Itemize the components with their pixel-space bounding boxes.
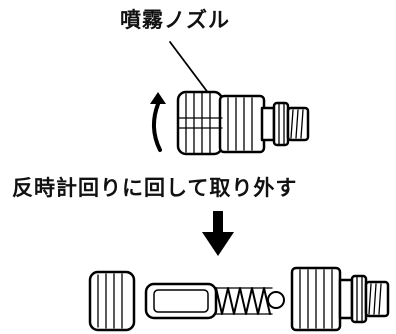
nozzle-body-part [290,266,390,332]
instruction-text: 反時計回りに回して取り外す [12,176,298,200]
nozzle-core-spring-part [144,282,285,320]
part-label: 噴霧ノズル [120,8,230,32]
nozzle-assembled [176,90,310,156]
leader-line [169,41,213,99]
rotation-arrow-icon [150,92,166,152]
down-arrow-icon [202,211,234,256]
nozzle-cap-part [88,270,136,332]
